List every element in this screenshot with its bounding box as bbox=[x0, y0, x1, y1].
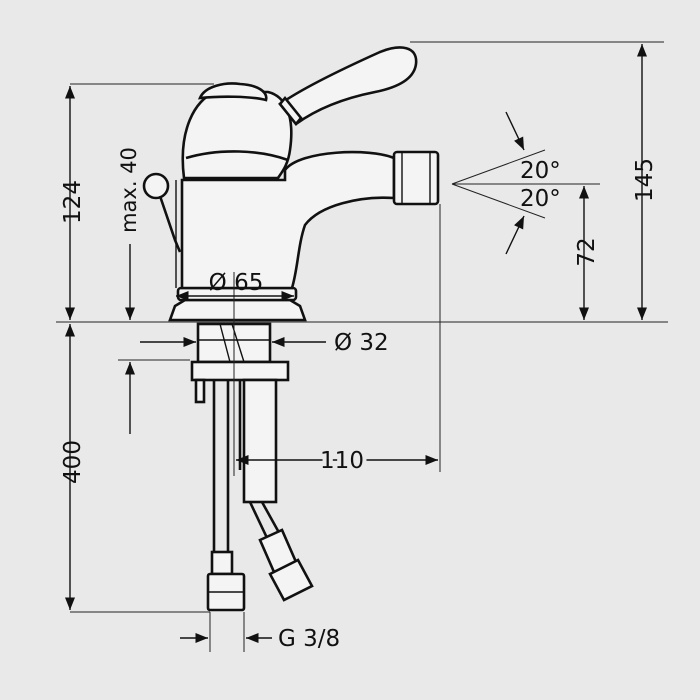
dim-diameter-65: Ø 65 bbox=[209, 270, 264, 296]
dimension-lines bbox=[56, 41, 668, 652]
faucet-underside bbox=[190, 322, 314, 612]
dim-max-40: max. 40 bbox=[117, 147, 141, 233]
faucet-body bbox=[142, 46, 440, 322]
dim-diameter-32: Ø 32 bbox=[334, 330, 389, 356]
dim-angle-lower: 20° bbox=[520, 186, 561, 212]
dim-145: 145 bbox=[632, 158, 658, 202]
dim-110: 110 bbox=[320, 448, 364, 474]
dim-400: 400 bbox=[60, 440, 86, 484]
dim-g-3-8: G 3/8 bbox=[278, 626, 340, 652]
dim-angle-upper: 20° bbox=[520, 158, 561, 184]
dim-72: 72 bbox=[574, 237, 600, 266]
dim-124: 124 bbox=[60, 180, 86, 224]
